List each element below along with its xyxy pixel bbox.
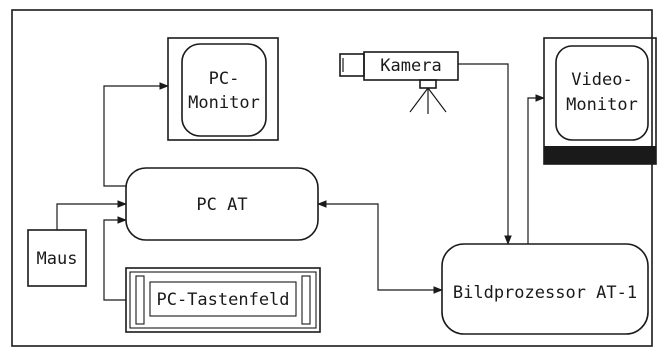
pc-tastenfeld: PC-Tastenfeld — [125, 267, 321, 333]
edge-bildprozessor-to-video-monitor — [527, 94, 545, 244]
edge-pcat-bildprozessor — [317, 200, 443, 294]
pc-at-label: PC AT — [196, 195, 247, 215]
pc-monitor: PC- Monitor — [167, 37, 279, 141]
kamera-label: Kamera — [380, 56, 441, 76]
kamera-tripod-leg — [409, 87, 429, 113]
bildprozessor: Bildprozessor AT-1 — [441, 243, 649, 335]
video-monitor-label-2: Monitor — [566, 95, 638, 115]
outer-frame — [11, 9, 653, 347]
tastenfeld-right-bar — [301, 275, 311, 325]
video-monitor-screen — [555, 45, 649, 141]
video-monitor-base — [544, 146, 656, 164]
kamera-body — [363, 51, 459, 81]
tastenfeld-left-bar — [135, 275, 145, 325]
edge-kamera-to-bildprozessor — [458, 63, 512, 245]
edge-pcat-to-pc-monitor — [103, 82, 169, 187]
kamera: Kamera — [339, 51, 459, 114]
tastenfeld-inner — [129, 271, 317, 329]
kamera-mount — [419, 79, 437, 89]
edge-maus-to-pcat — [56, 200, 127, 230]
bildprozessor-label: Bildprozessor AT-1 — [453, 283, 637, 303]
pc-at: PC AT — [125, 167, 319, 241]
edge-tastenfeld-to-pcat — [103, 216, 127, 301]
tastenfeld-label: PC-Tastenfeld — [156, 290, 289, 310]
video-monitor: Video- Monitor — [543, 37, 657, 165]
video-monitor-label-1: Video- — [571, 70, 632, 90]
kamera-tripod-leg — [427, 87, 447, 113]
maus: Maus — [27, 229, 87, 287]
maus-label: Maus — [37, 249, 78, 269]
tastenfeld-label-frame — [149, 281, 297, 317]
pc-monitor-label-2: Monitor — [188, 93, 260, 113]
pc-monitor-label-1: PC- — [209, 69, 240, 89]
pc-monitor-screen — [181, 43, 267, 137]
